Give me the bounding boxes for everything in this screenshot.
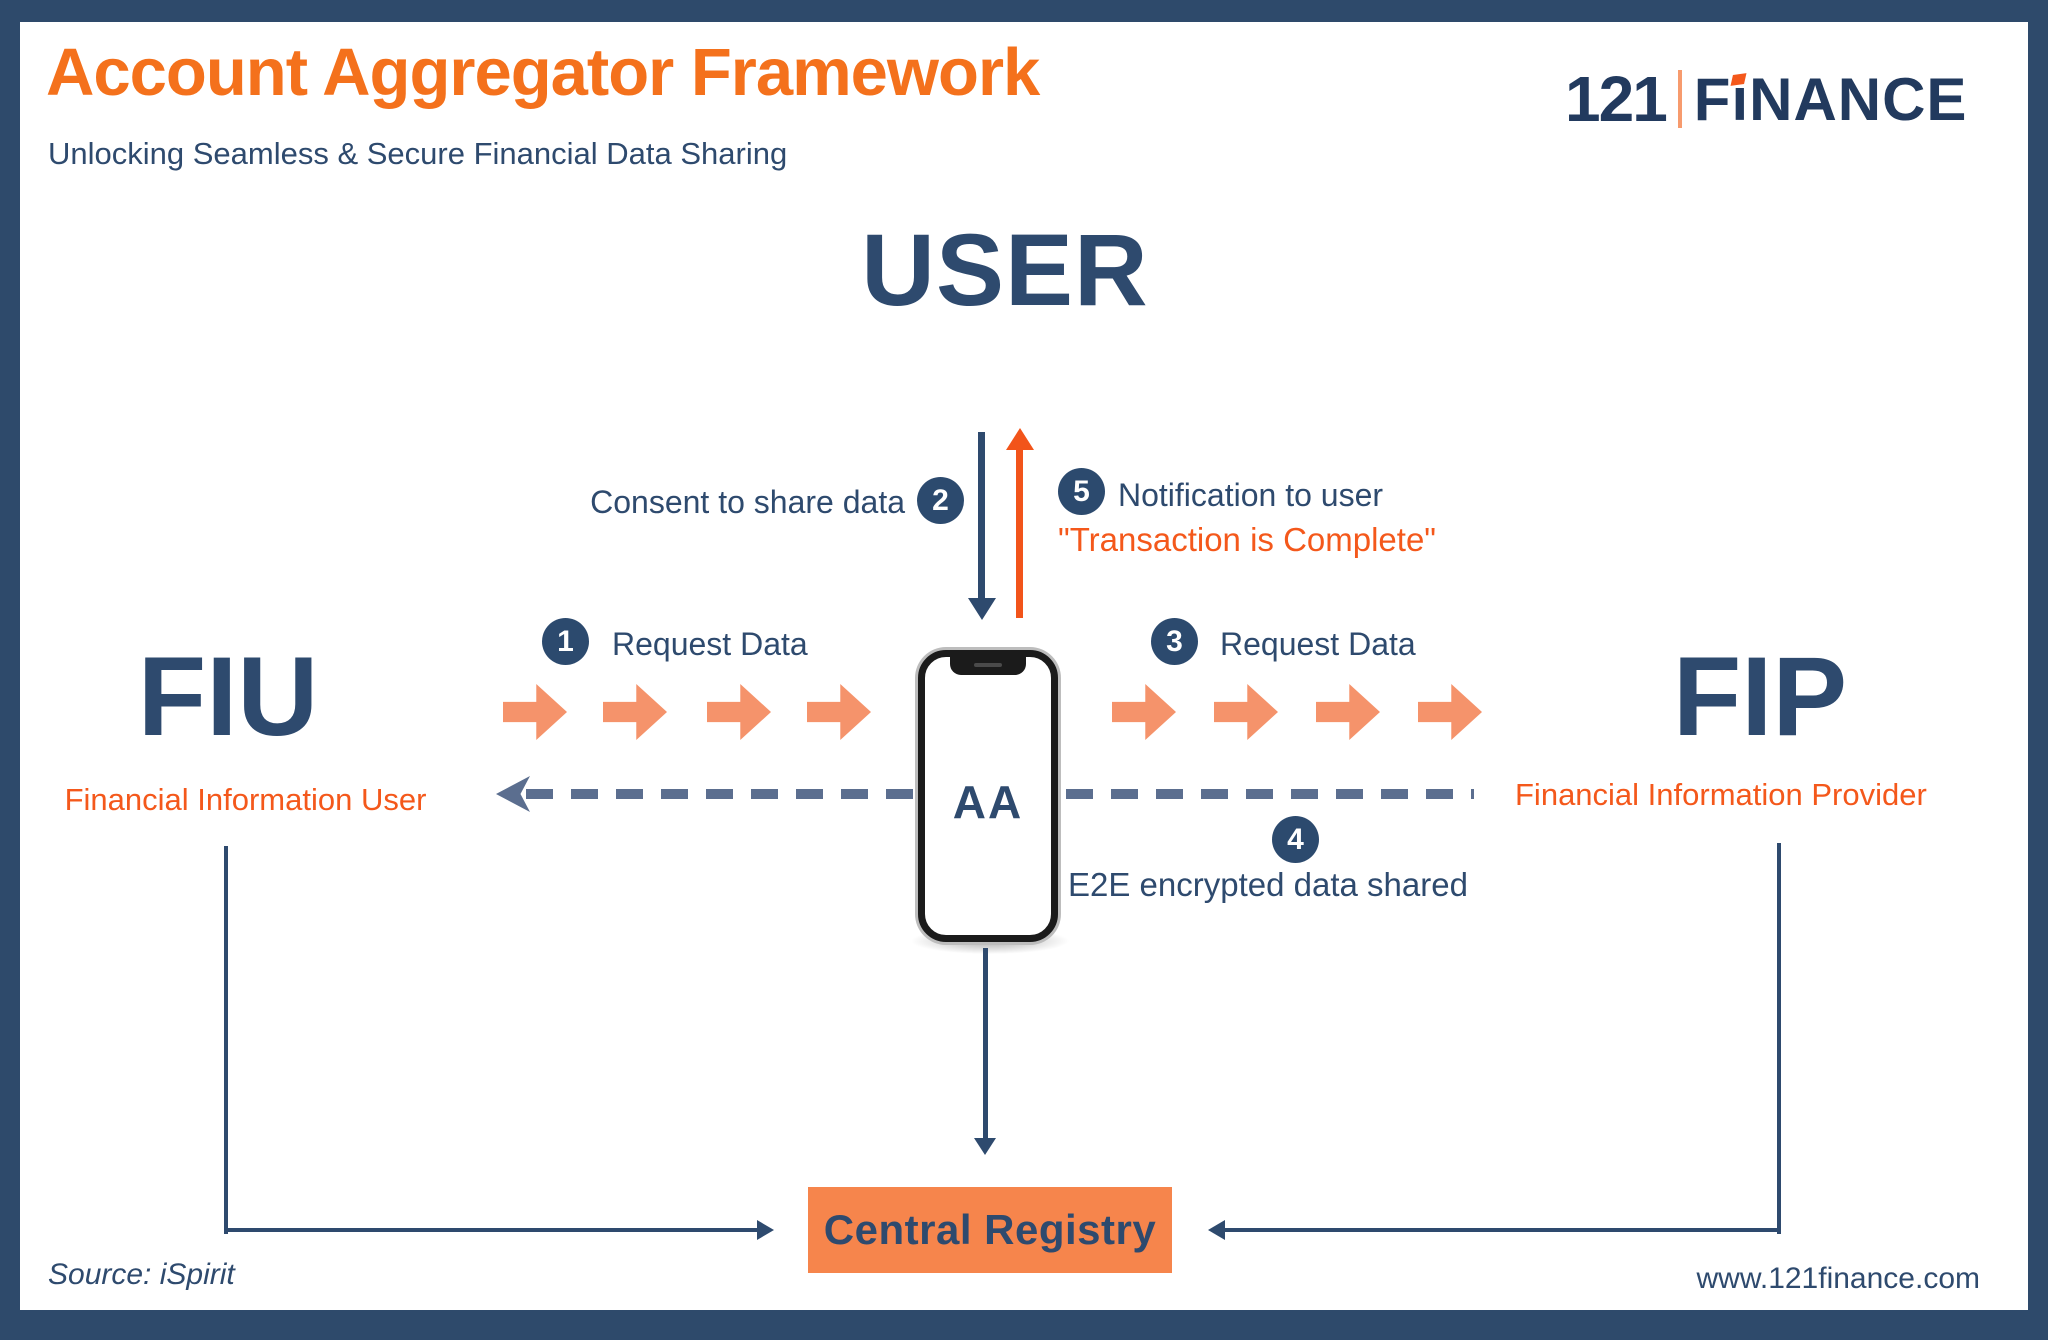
central-registry-label: Central Registry <box>823 1206 1157 1253</box>
step5-badge: 5 <box>1058 468 1105 515</box>
aa-app-label: AA <box>952 776 1024 828</box>
step3-label: Request Data <box>1220 626 1416 662</box>
step4-badge: 4 <box>1272 816 1319 863</box>
logo-letter-i: i <box>1731 65 1750 133</box>
logo-letter-f: F <box>1693 65 1732 133</box>
user-entity-label: USER <box>861 213 1149 327</box>
fip-entity-label: FIP <box>1672 634 1848 759</box>
fip-registry-arrowhead-icon <box>1208 1220 1225 1240</box>
fiu-registry-arrowhead-icon <box>757 1220 774 1240</box>
logo-number: 121 <box>1565 63 1668 135</box>
fiu-entity-label: FIU <box>137 634 319 759</box>
fiu-registry-hline <box>224 1228 758 1232</box>
phone-notch-icon <box>950 656 1026 675</box>
step2-label: Consent to share data <box>590 484 905 520</box>
notify-up-arrowhead-icon <box>1006 428 1034 450</box>
page-subtitle: Unlocking Seamless & Secure Financial Da… <box>48 136 788 171</box>
aa-registry-line <box>983 948 988 1140</box>
consent-down-arrowhead-icon <box>968 598 996 620</box>
aa-phone: AA <box>918 650 1058 942</box>
notify-up-arrow-line <box>1016 448 1023 618</box>
step3-badge: 3 <box>1151 618 1198 665</box>
source-credit: Source: iSpirit <box>48 1258 235 1291</box>
website-url: www.121finance.com <box>1696 1262 1980 1295</box>
step5-sublabel: "Transaction is Complete" <box>1058 521 1437 558</box>
step2-badge: 2 <box>917 477 964 524</box>
fip-registry-hline <box>1225 1228 1781 1232</box>
fiu-full-name: Financial Information User <box>64 782 427 817</box>
logo-divider <box>1677 70 1682 128</box>
fip-registry-vline <box>1777 843 1781 1234</box>
aa-registry-arrowhead-icon <box>974 1138 996 1155</box>
logo-letters-rest: NANCE <box>1749 65 1968 133</box>
step1-label: Request Data <box>612 626 808 662</box>
fip-full-name: Financial Information Provider <box>1515 777 1927 812</box>
central-registry-box: Central Registry <box>808 1187 1172 1273</box>
step4-label: E2E encrypted data shared <box>1068 866 1468 903</box>
consent-down-arrow-line <box>978 432 985 600</box>
step5-label: Notification to user <box>1118 477 1384 513</box>
fiu-registry-vline <box>224 846 228 1234</box>
page-title: Account Aggregator Framework <box>46 35 1040 110</box>
step1-badge: 1 <box>542 618 589 665</box>
